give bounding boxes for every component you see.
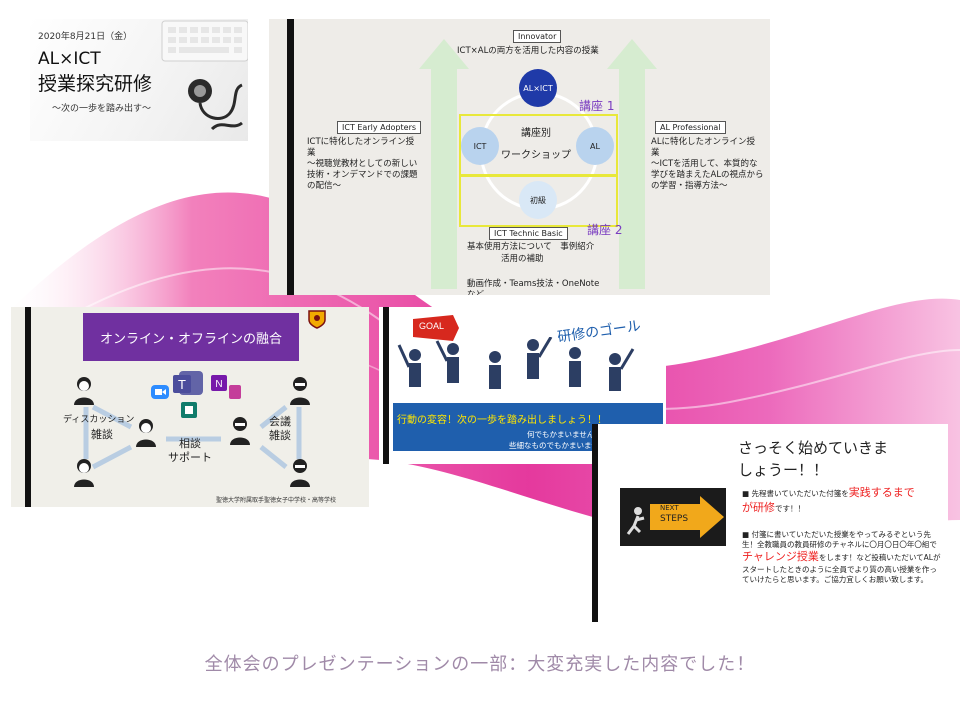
- early-desc-line: の配信〜: [307, 181, 342, 192]
- early-adopters-label: ICT Early Adopters: [337, 121, 422, 134]
- bullet2-post: をします！など投稿いただいてALがスタートしたときのように全員でより質の高い授業…: [742, 553, 941, 585]
- slide-title-card: 2020年8月21日（金） AL×ICT 授業探究研修 〜次の一歩を踏み出す〜: [30, 19, 248, 141]
- person-icon: [74, 459, 94, 487]
- pro-desc-line: 学びを踏まえたALの視点から: [651, 170, 764, 181]
- person-icon: [74, 377, 94, 405]
- kouza2-label: 講座 2: [587, 223, 623, 237]
- goal-banner-sub1: 何でもかまいません。: [527, 430, 602, 439]
- kaigi-label: 会議: [269, 415, 291, 428]
- onenote-icon: N: [211, 375, 227, 391]
- center-label-line2: ワークショップ: [501, 150, 571, 161]
- circle-beginner: 初級: [519, 181, 557, 219]
- slide3-heading: オンライン・オフラインの融合: [83, 313, 299, 361]
- bullet1-emphasis2: が研修: [742, 500, 775, 514]
- bullet1-text: 先程書いていただいた付箋を: [751, 489, 849, 498]
- slide-lets-start: さっそく始めていきま しょうー！！ NEXT STEPS ■ 先程書いていただい…: [592, 424, 948, 622]
- circle-ict: ICT: [461, 127, 499, 165]
- slide2-left-bar: [287, 19, 294, 295]
- school-crest-icon: [308, 310, 326, 329]
- svg-text:N: N: [215, 379, 222, 390]
- early-desc-line: ICTに特化したオンライン授: [307, 137, 415, 147]
- bullet1-post: です！！: [775, 503, 805, 513]
- cheering-people-illustration: [397, 337, 635, 391]
- slide1-subtitle: 〜次の一歩を踏み出す〜: [52, 104, 152, 114]
- pro-desc-line: 〜ICTを活用して、本質的な: [651, 159, 758, 170]
- basic-desc-line2: 活用の補助: [501, 254, 544, 264]
- slide1-date: 2020年8月21日（金）: [38, 32, 133, 42]
- slide3-footer: 聖徳大学附属取手聖徳女子中学校・高等学校: [216, 497, 337, 504]
- early-adopters-desc: ICTに特化したオンライン授 業 〜視聴覚教材としての新しい 技術・オンデマンド…: [307, 137, 442, 192]
- svg-text:T: T: [178, 377, 186, 392]
- slide-course-diagram: Innovator ICT×ALの両方を活用した内容の授業 ICT Early …: [269, 19, 770, 295]
- left-up-arrow-icon: [419, 39, 469, 289]
- basic-desc-line3: 動画作成・Teams技法・OneNote: [467, 279, 600, 289]
- basic-desc-line4: など: [467, 290, 485, 295]
- right-up-arrow-icon: [607, 39, 657, 289]
- person-icon: [136, 419, 156, 447]
- goal-banner-main: 行動の変容！次の一歩を踏み出しましょう！！: [397, 415, 607, 426]
- page-caption: 全体会のプレゼンテーションの一部：大変充実した内容でした！: [204, 654, 756, 675]
- connection-arrows: [83, 404, 302, 470]
- al-professional-label: AL Professional: [655, 121, 726, 134]
- zoom-icon: [151, 385, 169, 399]
- teacher-icon: [230, 417, 250, 445]
- pro-desc-line: の学習・指導方法〜: [651, 181, 728, 192]
- forms-icon: [229, 385, 241, 399]
- slide4-left-bar: [383, 307, 389, 464]
- early-desc-line: 業: [307, 148, 316, 159]
- bullet-2: ■ 付箋に書いていただいた授業をやってみるぞという先生！全教職員の教員研修のチャ…: [742, 530, 941, 585]
- teams-icon: T: [173, 371, 203, 395]
- support-label: サポート: [168, 451, 212, 464]
- bullet-1: ■ 先程書いていただいた付箋を実践するまでが研修です！！: [742, 486, 915, 514]
- slide-online-offline: オンライン・オフラインの融合 T N ディスカッション 雑談 相談 サポート 会…: [11, 307, 369, 507]
- teacher-icon: [290, 377, 310, 405]
- forms-app-icon: [181, 402, 197, 418]
- discussion-label: ディスカッション: [63, 415, 135, 425]
- slide3-left-bar: [25, 307, 31, 507]
- goal-flag-text: GOAL: [419, 321, 445, 331]
- circle-al: AL: [576, 127, 614, 165]
- kouza1-label: 講座 1: [579, 99, 615, 113]
- slide5-title-line1: さっそく始めていきま: [738, 439, 889, 457]
- circle-al-ict: AL×ICT: [519, 69, 557, 107]
- pro-desc-line: ALに特化したオンライン授: [651, 137, 756, 147]
- center-label-line1: 講座別: [521, 128, 551, 139]
- basic-desc-line1: 基本使用方法について 事例紹介: [467, 242, 595, 252]
- steps-text: STEPS: [660, 514, 689, 524]
- ict-basic-label: ICT Technic Basic: [489, 227, 568, 240]
- next-steps-image: NEXT STEPS: [620, 488, 726, 546]
- slide1-title-line1: AL×ICT: [38, 49, 101, 69]
- slide5-title: さっそく始めていきま しょうー！！: [738, 438, 888, 482]
- kaigi-zatsudan-label: 雑談: [269, 429, 291, 442]
- slide5-left-bar: [592, 424, 598, 622]
- early-desc-line: 技術・オンデマンドでの課題: [307, 170, 418, 181]
- soudan-label: 相談: [179, 437, 201, 450]
- bullet1-emphasis: 実践するまで: [848, 486, 915, 499]
- goal-banner-sub2: 些細なものでもかまいません。: [509, 441, 614, 450]
- early-desc-line: 〜視聴覚教材としての新しい: [307, 159, 418, 170]
- innovator-desc: ICT×ALの両方を活用した内容の授業: [457, 46, 599, 56]
- next-steps-arrow-icon: [650, 496, 724, 538]
- keyboard-stethoscope-image: [161, 20, 248, 131]
- teacher-icon: [290, 459, 310, 487]
- slide1-title-line2: 授業探究研修: [38, 73, 153, 95]
- runner-icon: [626, 507, 645, 535]
- slide5-title-line2: しょうー！！: [738, 460, 829, 479]
- al-professional-desc: ALに特化したオンライン授 業 〜ICTを活用して、本質的な 学びを踏まえたAL…: [651, 137, 766, 192]
- zatsudan-label: 雑談: [91, 428, 113, 441]
- next-text: NEXT: [660, 504, 679, 512]
- innovator-label: Innovator: [513, 30, 562, 43]
- pro-desc-line: 業: [651, 148, 660, 159]
- kouza2-highlight: [459, 175, 618, 227]
- bullet2-text: 付箋に書いていただいた授業をやってみるぞという先生！全教職員の教員研修のチャネル…: [742, 530, 937, 550]
- goal-flag-icon: [413, 315, 459, 341]
- bullet2-emphasis: チャレンジ授業: [742, 550, 819, 564]
